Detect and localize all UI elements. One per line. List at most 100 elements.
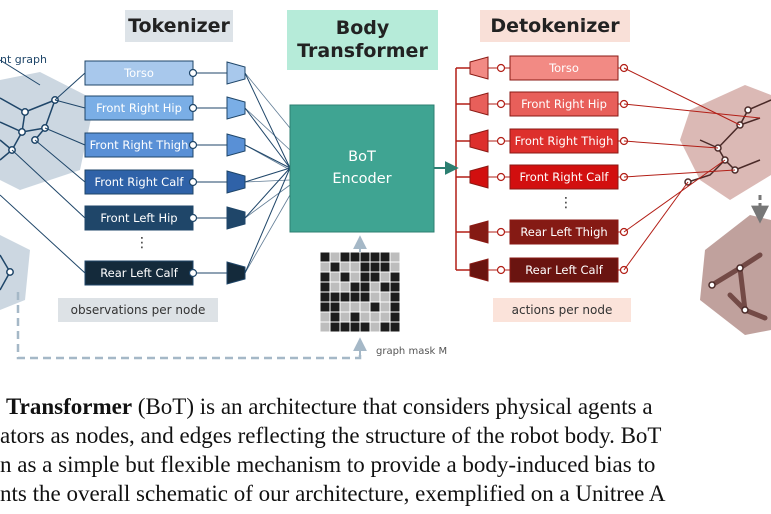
mask-cell [349, 271, 361, 283]
figure-caption: Transformer (BoT) is an architecture tha… [0, 392, 771, 514]
graph-label: nt graph [0, 53, 47, 66]
output-projection-front-right-calf [469, 165, 489, 189]
mask-cell [349, 311, 361, 323]
mask-cell [339, 321, 351, 333]
mask-cell [329, 291, 341, 303]
mask-cell [389, 281, 401, 293]
mask-cell [369, 321, 381, 333]
mask-cell [389, 271, 401, 283]
mask-cell [389, 261, 401, 273]
mask-cell [369, 291, 381, 303]
caption-line: n as a simple but flexible mechanism to … [0, 450, 655, 479]
mask-cell [349, 251, 361, 263]
output-node-front-right-calf: Front Right Calf [519, 170, 609, 184]
mask-cell [379, 261, 391, 273]
bot-encoder-line2: Encoder [332, 170, 392, 187]
output-projection-front-right-hip [469, 92, 489, 116]
mask-cell [349, 321, 361, 333]
graph-to-input-edges [0, 59, 86, 274]
output-to-graph-edges [623, 67, 761, 271]
input-node-rear-left-calf: Rear Left Calf [100, 266, 178, 280]
tokenizer-header-bg [125, 10, 233, 42]
mask-cell [379, 291, 391, 303]
input-token-front-right-hip [84, 95, 291, 169]
mask-cell [389, 291, 401, 303]
mask-cell [359, 261, 371, 273]
mask-cell [319, 321, 331, 333]
caption-line: ators as nodes, and edges reflecting the… [0, 421, 662, 450]
mask-cell [349, 291, 361, 303]
output-ellipsis: ⋮ [559, 195, 573, 211]
input-projection-front-right-hip [226, 96, 246, 120]
mask-cell [319, 261, 331, 273]
output-node-rear-left-thigh: Rear Left Thigh [520, 225, 608, 239]
mask-cell [379, 311, 391, 323]
detokenizer-header-bg [480, 10, 630, 42]
output-node-torso: Torso [549, 61, 579, 75]
mask-cell [319, 291, 331, 303]
mask-cell [359, 311, 371, 323]
output-token-front-right-calf [456, 164, 629, 190]
output-token-rear-left-calf [456, 257, 629, 283]
actions-per-node-label: actions per node [511, 303, 613, 317]
mask-cell [379, 281, 391, 293]
mask-cell [319, 281, 331, 293]
bot-encoder-line1: BoT [348, 148, 376, 165]
body-transformer-header-line1: Body [335, 17, 390, 40]
mask-cell [329, 271, 341, 283]
mask-cell [389, 311, 401, 323]
mask-cell [349, 301, 361, 313]
input-token-front-right-thigh [84, 132, 291, 169]
graph-mask-grid [319, 251, 401, 333]
input-token-front-left-hip [84, 167, 291, 231]
mask-cell [319, 271, 331, 283]
mask-cell [369, 281, 381, 293]
observations-per-node-label: observations per node [70, 303, 206, 317]
mask-cell [329, 251, 341, 263]
input-token-torso [84, 60, 291, 169]
input-node-front-right-hip: Front Right Hip [96, 101, 182, 115]
mask-cell [389, 301, 401, 313]
caption-text: n as a simple but flexible mechanism to … [0, 452, 656, 477]
mask-cell [369, 311, 381, 323]
observations-label-bg [58, 298, 218, 322]
mask-cell [359, 291, 371, 303]
output-projection-front-right-thigh [469, 129, 489, 153]
input-projection-rear-left-calf [226, 261, 246, 285]
mask-cell [389, 251, 401, 263]
mask-cell [339, 251, 351, 263]
feedback-dashed-loop [16, 292, 362, 360]
body-transformer-header-bg [287, 10, 438, 70]
input-projection-front-right-thigh [226, 133, 246, 157]
graph-mask-label: graph mask M [376, 346, 448, 357]
mask-cell [359, 301, 371, 313]
input-node-front-right-thigh: Front Right Thigh [89, 138, 189, 152]
caption-line: nts the overall schematic of our archite… [0, 479, 665, 508]
mask-cell [359, 321, 371, 333]
caption-line: Transformer (BoT) is an architecture tha… [6, 392, 653, 421]
mask-cell [359, 271, 371, 283]
mask-cell [329, 281, 341, 293]
output-node-front-right-hip: Front Right Hip [521, 97, 607, 111]
output-projection-torso [469, 56, 489, 80]
mask-cell [339, 301, 351, 313]
mask-cell [339, 271, 351, 283]
input-node-torso: Torso [124, 66, 154, 80]
mask-cell [369, 271, 381, 283]
input-robot-graph [0, 72, 95, 310]
mask-cell [379, 251, 391, 263]
output-token-torso [456, 55, 629, 81]
mask-cell [359, 281, 371, 293]
output-node-front-right-thigh: Front Right Thigh [514, 134, 614, 148]
mask-cell [379, 321, 391, 333]
caption-text: ators as nodes, and edges reflecting the… [0, 423, 662, 448]
mask-cell [319, 251, 331, 263]
mask-cell [379, 271, 391, 283]
detokenizer-header: Detokenizer [490, 14, 620, 37]
tokenizer-header: Tokenizer [128, 14, 230, 37]
input-projection-torso [226, 61, 246, 85]
mask-cell [329, 321, 341, 333]
input-projection-front-right-calf [226, 170, 246, 194]
mask-cell [339, 311, 351, 323]
caption-bold-term: Transformer [6, 394, 133, 419]
